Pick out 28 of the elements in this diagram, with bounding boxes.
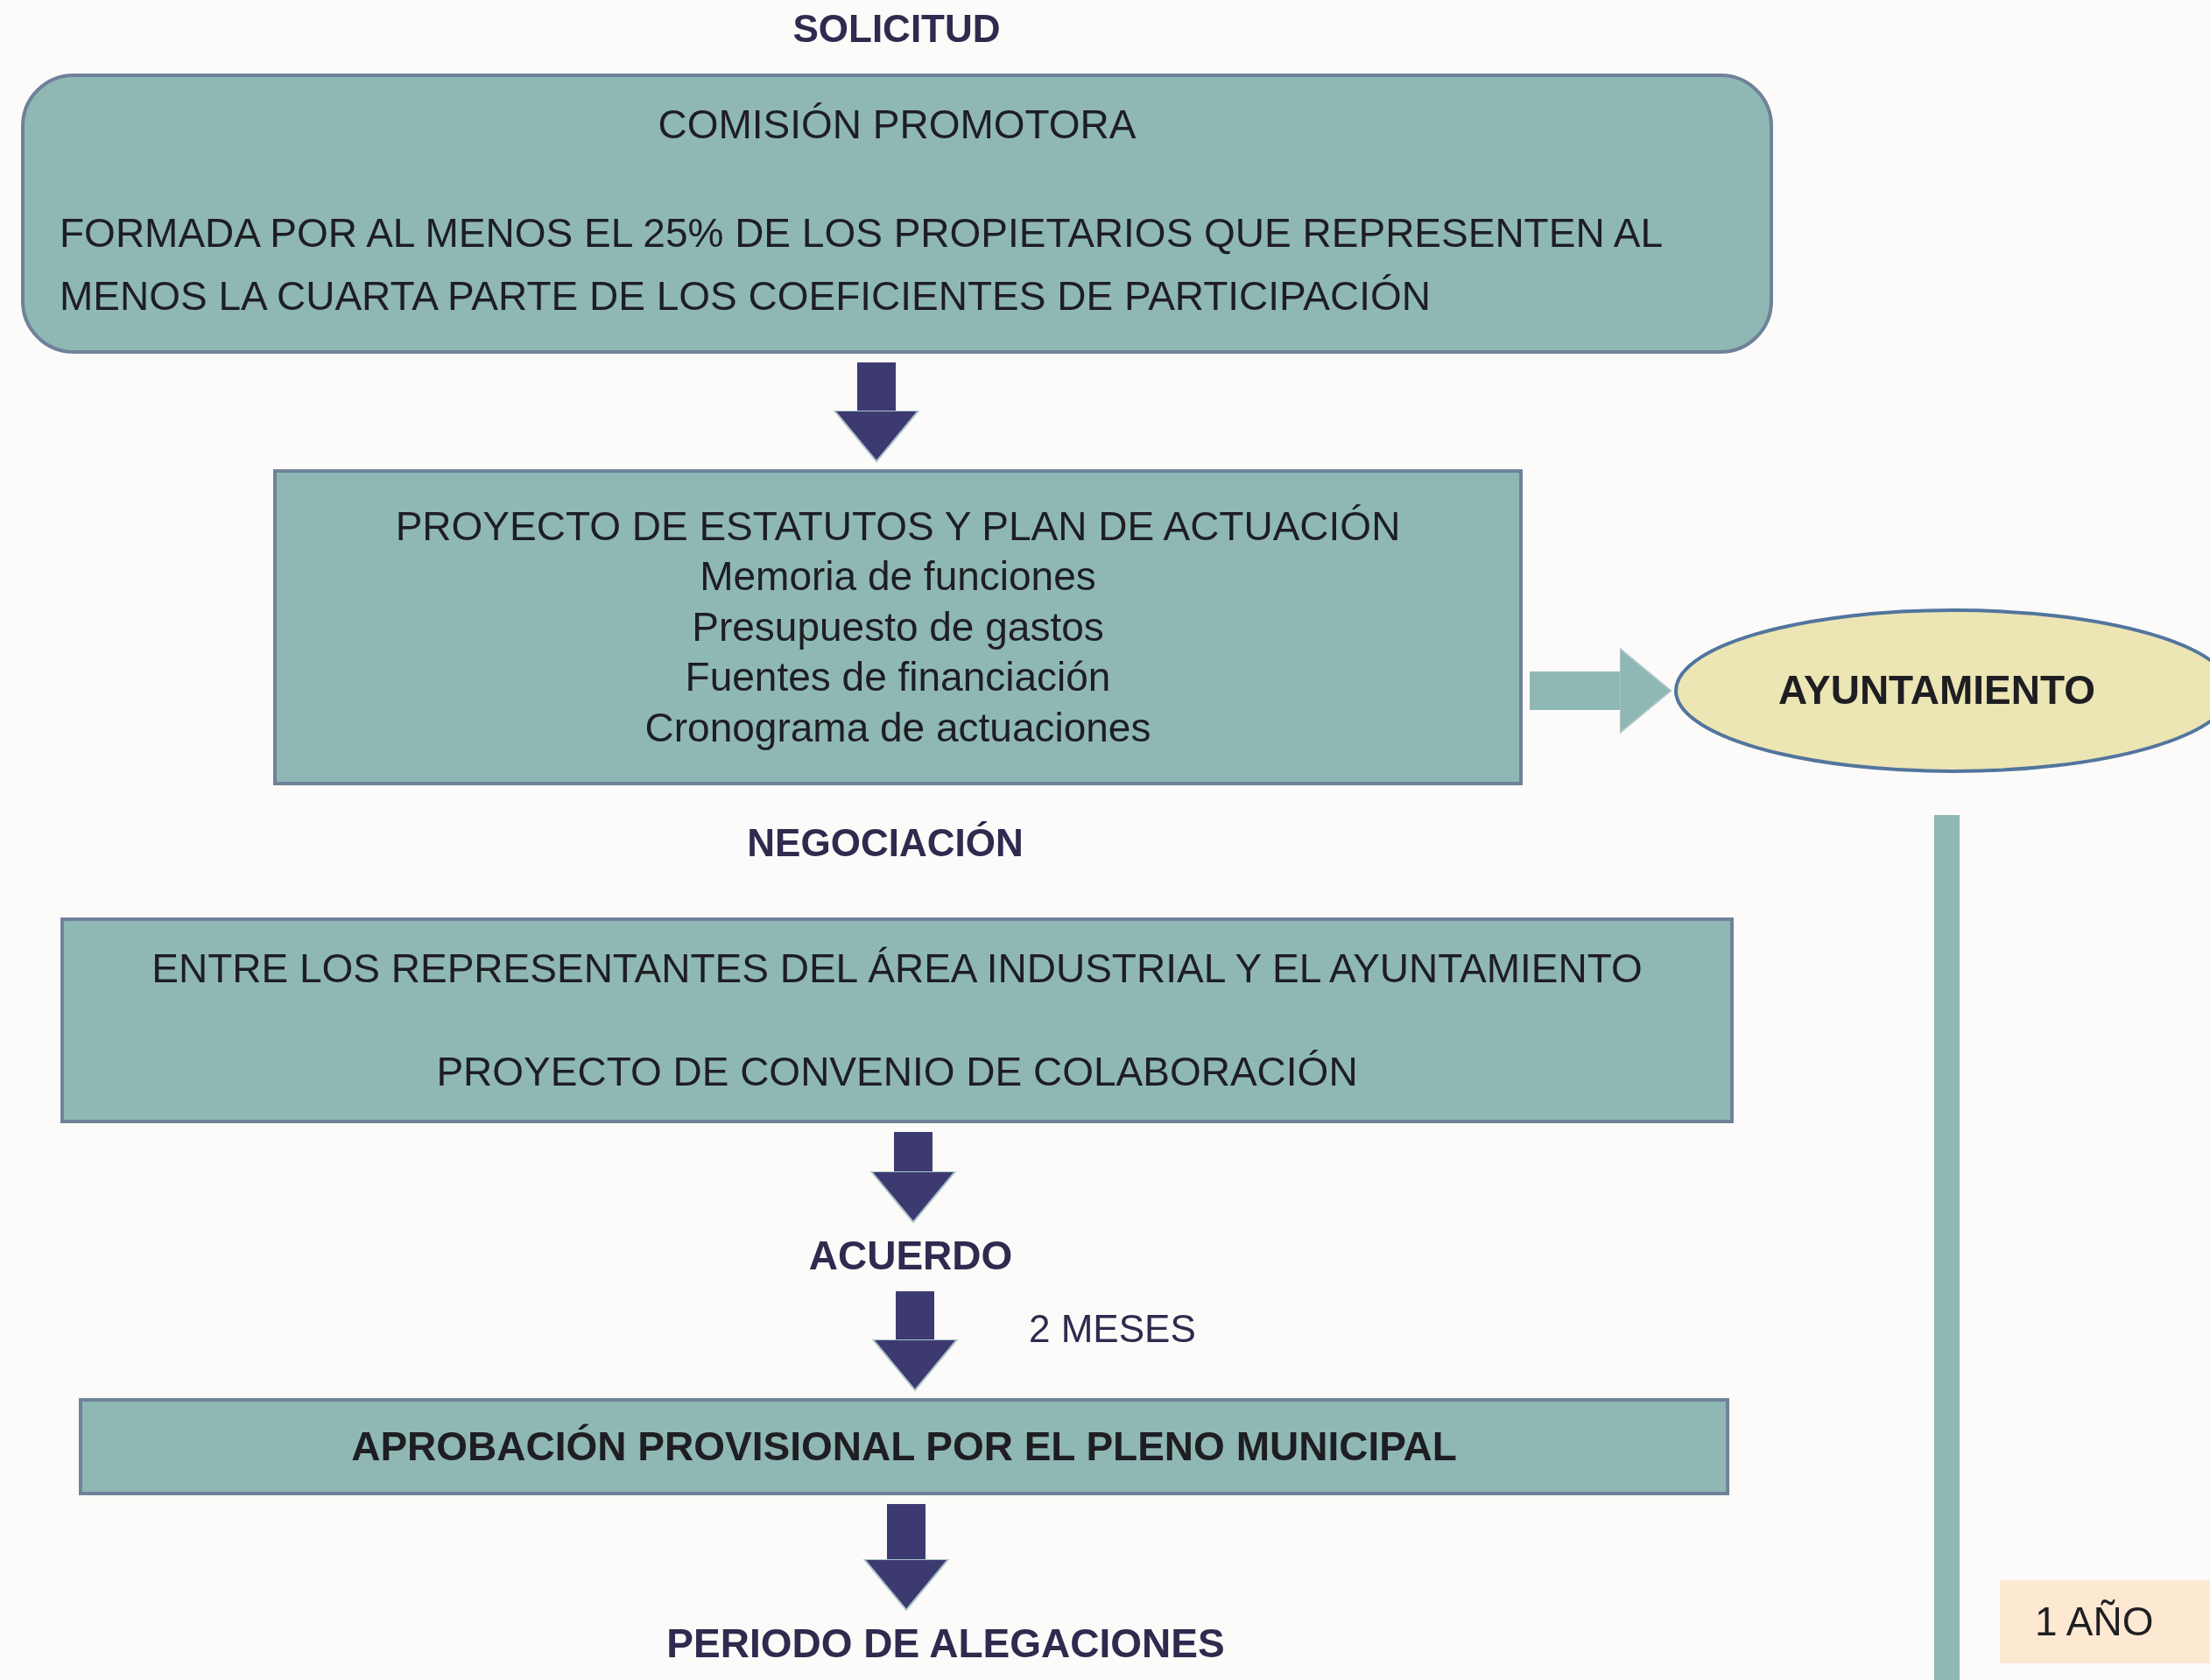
- node-title: PERIODO DE ALEGACIONES: [666, 1620, 1225, 1669]
- node-title: COMISIÓN PROMOTORA: [657, 100, 1137, 149]
- node-title: AYUNTAMIENTO: [1778, 666, 2096, 715]
- edge-label: 2 MESES: [1029, 1307, 1196, 1351]
- section-heading: SOLICITUD: [792, 7, 1001, 51]
- node-title: ENTRE LOS REPRESENTANTES DEL ÁREA INDUSTRIAL Y EL AYUNTAMIENTO: [151, 945, 1643, 993]
- timeline-bar: [1934, 815, 1960, 1680]
- section-heading: NEGOCIACIÓN: [747, 821, 1024, 865]
- node-text: Presupuesto de gastos: [692, 602, 1104, 651]
- node-text: FORMADA POR AL MENOS EL 25% DE LOS PROPIETARIOS QUE REPRESENTEN AL MENOS LA CUARTA PARTE DE LOS COEFICIENTES DE PARTICIPACIÓN: [60, 209, 1663, 320]
- block-arrow: [870, 1132, 956, 1223]
- node-text: PROYECTO DE CONVENIO DE COLABORACIÓN: [436, 1047, 1358, 1096]
- block-arrow: [834, 362, 919, 462]
- node-title: PROYECTO DE ESTATUTOS Y PLAN DE ACTUACIÓN: [395, 502, 1401, 551]
- node-title: APROBACIÓN PROVISIONAL POR EL PLENO MUNICIPAL: [351, 1422, 1457, 1471]
- node-text: Cronograma de actuaciones: [644, 703, 1151, 752]
- node-title: 1 AÑO: [2035, 1597, 2154, 1646]
- duration-tag: [2000, 1580, 2210, 1663]
- node-text: Fuentes de financiación: [685, 653, 1111, 702]
- process-box: [60, 917, 1734, 1123]
- block-arrow: [872, 1291, 958, 1391]
- block-arrow: [1530, 648, 1672, 734]
- block-arrow: [863, 1504, 949, 1611]
- process-box: [79, 1398, 1729, 1495]
- node-title: ACUERDO: [808, 1232, 1013, 1281]
- process-box: [21, 74, 1773, 354]
- process-box: [273, 469, 1523, 785]
- node-text: Memoria de funciones: [700, 552, 1096, 601]
